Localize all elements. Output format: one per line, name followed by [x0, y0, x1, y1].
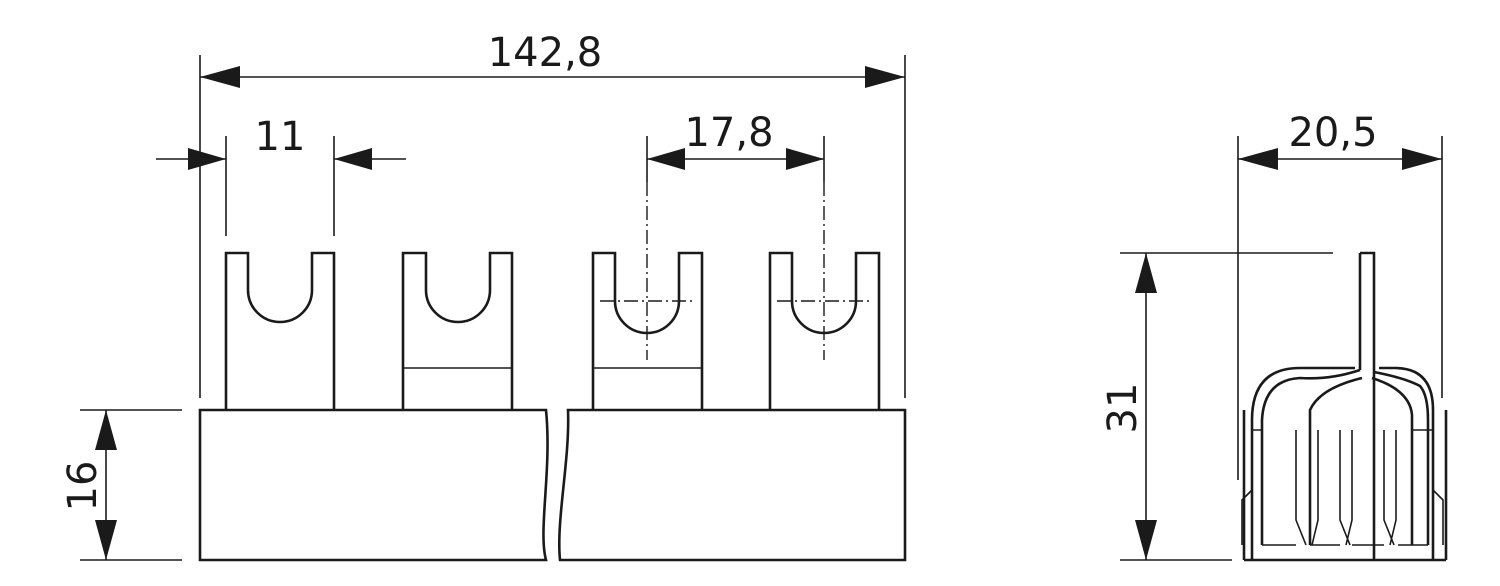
side-view-branch-mid-right	[1371, 376, 1414, 545]
side-view-center-tab	[1360, 251, 1376, 560]
dimension-total-height: 31	[1100, 252, 1333, 561]
body-right-segment	[558, 408, 907, 562]
dimension-body-height: 16	[60, 409, 182, 561]
fork-tab-1	[224, 251, 336, 410]
side-view-housing	[1250, 366, 1355, 560]
side-view-branch-left	[1260, 368, 1361, 545]
side-view-branch-right	[1373, 370, 1430, 545]
dimension-pitch: 17,8	[646, 110, 825, 182]
dimension-total-height-label: 31	[1100, 383, 1146, 434]
body-left-segment	[198, 408, 549, 562]
dimension-fork-width-label: 11	[255, 114, 306, 160]
dimension-body-height-label: 16	[60, 461, 106, 512]
side-view-comb-teeth	[1241, 429, 1444, 546]
front-view	[198, 182, 907, 562]
dimension-depth-label: 20,5	[1288, 110, 1377, 156]
side-view-branch-mid-left	[1308, 376, 1363, 545]
side-view	[1241, 251, 1448, 562]
dimension-overall-length-label: 142,8	[488, 30, 603, 76]
dimension-overall-length: 142,8	[199, 30, 906, 398]
dimension-pitch-label: 17,8	[684, 110, 773, 156]
dimension-depth: 20,5	[1237, 110, 1443, 480]
dimension-fork-width: 11	[156, 114, 406, 236]
fork-tab-2	[401, 251, 514, 410]
